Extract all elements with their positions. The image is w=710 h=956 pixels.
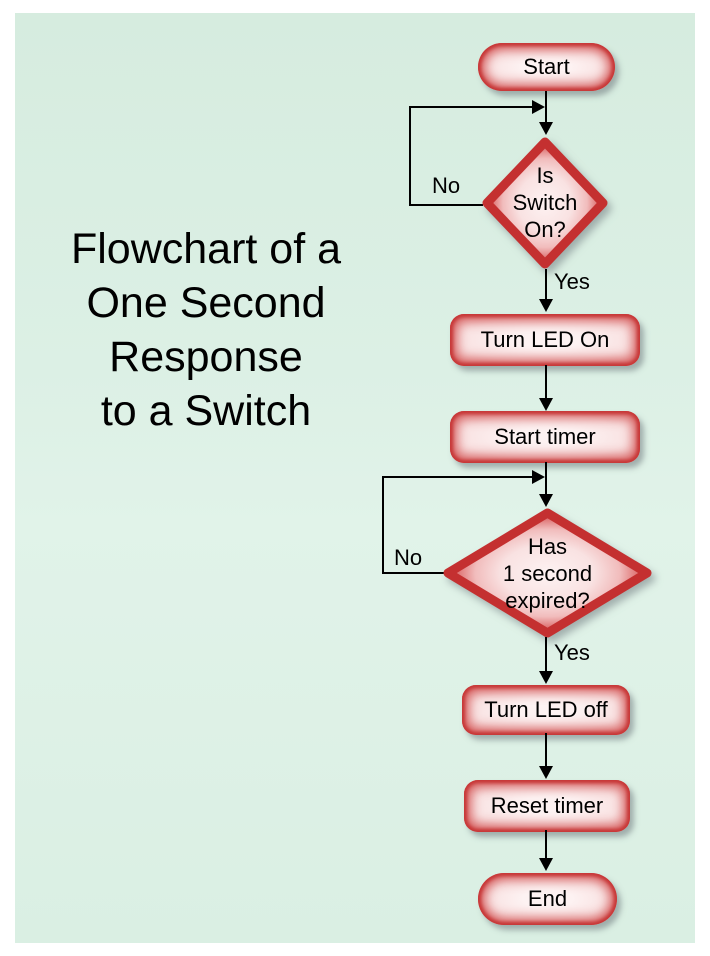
decision-switch-line-1: Is — [536, 163, 554, 188]
edge-label-switch-no: No — [432, 173, 461, 198]
connector-no-loop2-bottom — [382, 572, 444, 574]
arrowhead-into-turn-led-off — [539, 671, 553, 684]
node-turn-led-on-label: Turn LED On — [480, 327, 610, 352]
title-line-2: One Second — [86, 279, 326, 327]
node-start-timer: Start timer — [450, 411, 640, 463]
node-decision-switch-label: Is Switch On? — [481, 162, 609, 243]
connector-decision-timer-yes — [545, 637, 547, 672]
decision-switch-diamond-shape — [482, 137, 608, 269]
arrowhead-into-end — [539, 858, 553, 871]
title-line-3: Response — [109, 333, 303, 381]
diagram-title: Flowchart of a One Second Response to a … — [28, 222, 384, 438]
node-turn-led-off: Turn LED off — [462, 685, 630, 735]
node-turn-led-off-label: Turn LED off — [484, 697, 608, 722]
connector-no-loop1-bottom — [409, 204, 483, 206]
title-line-1: Flowchart of a — [70, 225, 342, 273]
decision-timer-line-3: expired? — [505, 588, 590, 613]
connector-reset-timer-to-end — [545, 830, 547, 859]
arrowhead-into-start-timer — [539, 398, 553, 411]
decision-timer-line-2: 1 second — [502, 561, 593, 586]
decision-timer-line-1: Has — [527, 534, 568, 559]
node-decision-timer — [443, 508, 652, 638]
connector-turn-led-off-to-reset-timer — [545, 733, 547, 767]
node-end-label: End — [527, 886, 568, 911]
arrowhead-no-loop2 — [532, 470, 545, 484]
title-line-4: to a Switch — [100, 387, 312, 435]
node-reset-timer: Reset timer — [464, 780, 630, 832]
arrowhead-into-decision-switch — [539, 122, 553, 135]
arrowhead-into-reset-timer — [539, 766, 553, 779]
node-start-timer-label: Start timer — [494, 424, 596, 449]
decision-switch-line-3: On? — [524, 217, 566, 242]
connector-no-loop1-left — [409, 106, 411, 206]
node-decision-timer-label: Has 1 second expired? — [442, 533, 653, 614]
decision-switch-line-2: Switch — [512, 190, 578, 215]
edge-label-timer-yes: Yes — [554, 640, 590, 665]
node-reset-timer-label: Reset timer — [490, 793, 604, 818]
node-start-label: Start — [523, 54, 570, 79]
connector-decision-switch-yes — [545, 269, 547, 300]
connector-start-to-decision-switch — [545, 91, 547, 123]
edge-label-switch-yes: Yes — [554, 269, 590, 294]
decision-timer-diamond-shape — [443, 508, 652, 638]
arrowhead-into-decision-timer — [539, 494, 553, 507]
arrowhead-no-loop1 — [532, 100, 545, 114]
node-decision-switch — [482, 137, 608, 269]
node-end: End — [478, 873, 617, 925]
edge-label-timer-no: No — [394, 545, 423, 570]
node-turn-led-on: Turn LED On — [450, 314, 640, 366]
connector-no-loop1-top — [410, 106, 532, 108]
connector-no-loop2-left — [382, 476, 384, 574]
connector-start-timer-to-decision-timer — [545, 462, 547, 495]
connector-turn-led-on-to-start-timer — [545, 365, 547, 399]
arrowhead-into-turn-led-on — [539, 299, 553, 312]
node-start: Start — [478, 43, 615, 91]
connector-no-loop2-top — [383, 476, 533, 478]
